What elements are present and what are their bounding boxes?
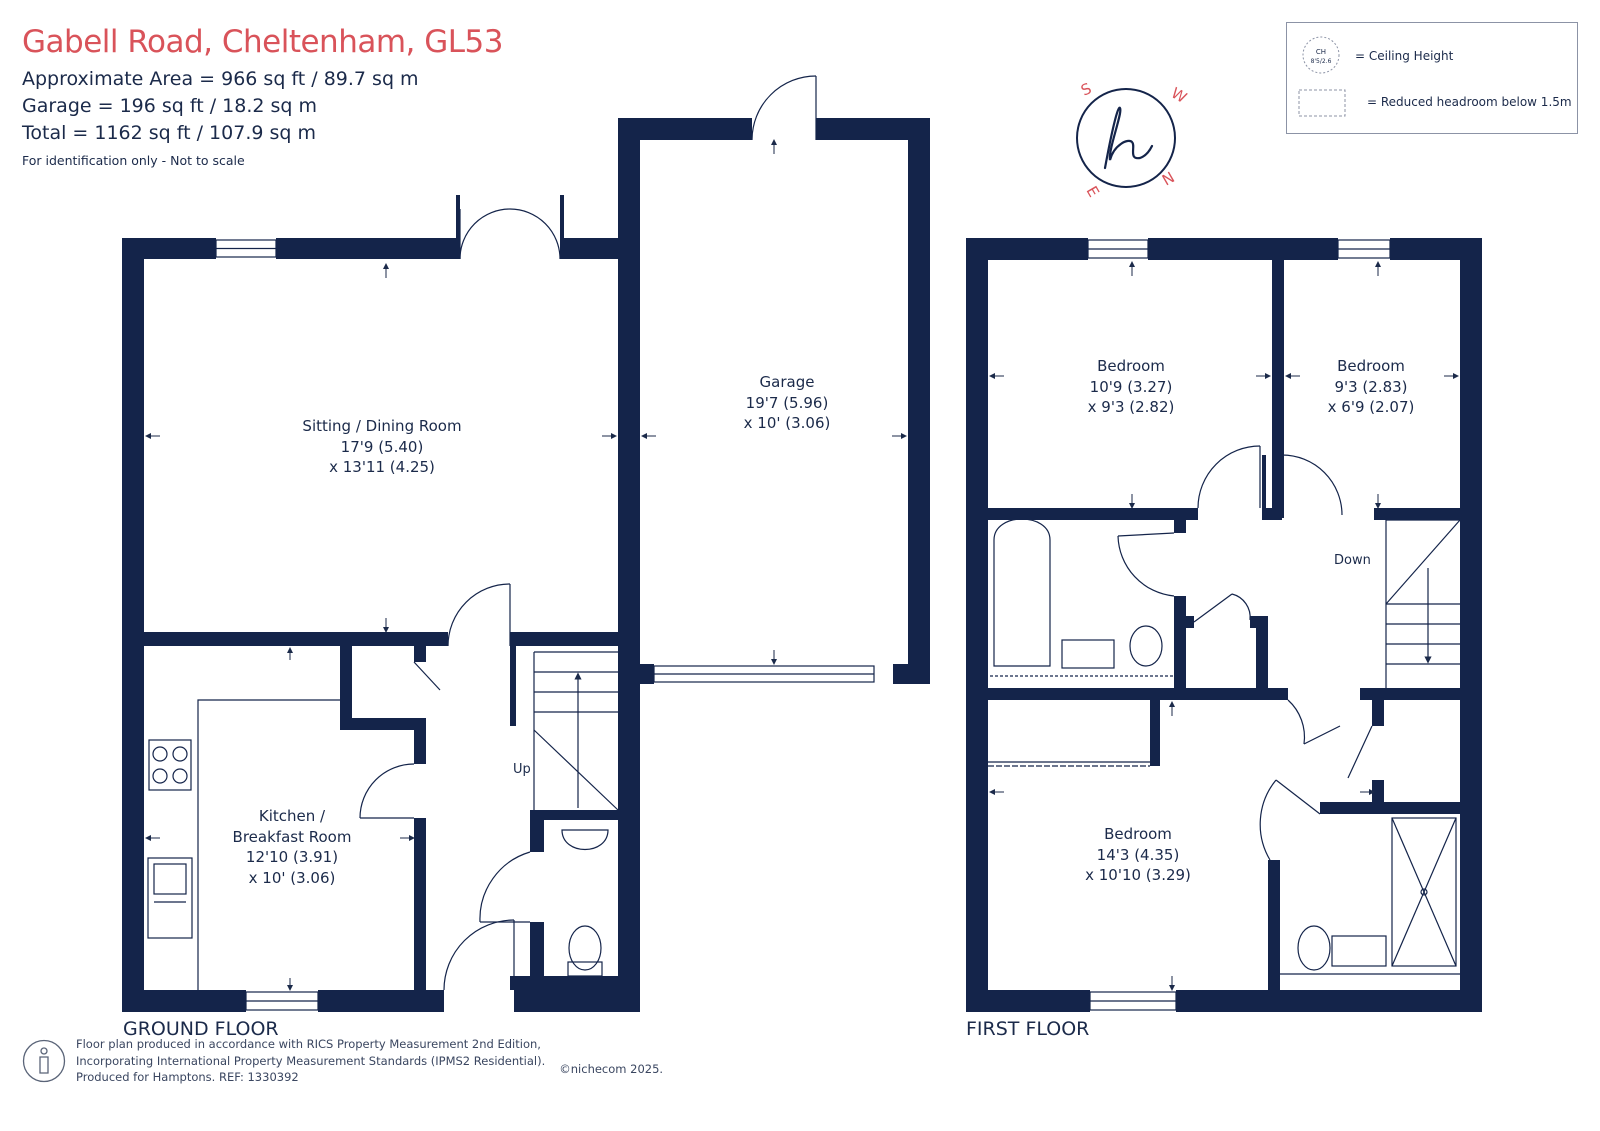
first-floor-dimension-markers (989, 261, 1459, 991)
header: Gabell Road, Cheltenham, GL53 Approximat… (22, 24, 504, 168)
room-name: Garage (759, 373, 815, 391)
stairs-up-label: Up (513, 762, 531, 777)
room-bedroom-2: Bedroom 9'3 (2.83) x 6'9 (2.07) (1328, 356, 1415, 418)
footer-line-2: Incorporating International Property Mea… (76, 1053, 546, 1068)
ceiling-height-label: = Ceiling Height (1355, 49, 1454, 63)
footer-line-3: Produced for Hamptons. REF: 1330392 (76, 1070, 299, 1084)
room-sitting-dining: Sitting / Dining Room 17'9 (5.40) x 13'1… (302, 416, 461, 478)
room-dimension: 12'10 (3.91) (245, 848, 339, 866)
ground-floor-openings (147, 75, 875, 1011)
room-garage: Garage 19'7 (5.96) x 10' (3.06) (744, 372, 831, 434)
ceiling-height-symbol-sub: 8'5/2.6 (1311, 58, 1332, 65)
compass-w: W (1168, 84, 1190, 107)
first-floor-walls (966, 238, 1482, 1012)
ground-floor-walls (122, 118, 930, 1012)
compass-n: N (1159, 168, 1178, 189)
room-name: Sitting / Dining Room (302, 417, 462, 435)
compass-s: S (1078, 79, 1094, 99)
room-dimension: x 10' (3.06) (248, 868, 336, 887)
identification-note: For identification only - Not to scale (22, 153, 245, 168)
legend-symbols: CH 8'5/2.6 (1298, 36, 1346, 117)
room-dimension: x 13'11 (4.25) (329, 458, 435, 476)
ground-floor-label: GROUND FLOOR (123, 1018, 279, 1040)
first-floor-label: FIRST FLOOR (966, 1018, 1090, 1040)
garage-area: Garage = 196 sq ft / 18.2 sq m (22, 95, 318, 117)
reduced-headroom-label: = Reduced headroom below 1.5m (1367, 95, 1572, 109)
room-dimension: 17'9 (5.40) (340, 437, 424, 456)
room-dimension: x 9'3 (2.82) (1087, 398, 1175, 416)
footer-text: Floor plan produced in accordance with R… (76, 1036, 545, 1086)
room-name: Bedroom (1104, 825, 1172, 843)
room-bedroom-3: Bedroom 14'3 (4.35) x 10'10 (3.29) (1085, 824, 1191, 886)
room-name: Bedroom (1097, 357, 1165, 375)
approx-area: Approximate Area = 966 sq ft / 89.7 sq m (22, 68, 419, 90)
first-floor-openings (988, 239, 1461, 1011)
room-dimension: x 6'9 (2.07) (1327, 398, 1415, 416)
room-bedroom-1: Bedroom 10'9 (3.27) x 9'3 (2.82) (1088, 356, 1175, 418)
compass-logo-icon: S W N E (1076, 79, 1190, 200)
room-dimension: x 10'10 (3.29) (1085, 866, 1191, 884)
room-dimension: x 10' (3.06) (743, 414, 831, 432)
ceiling-height-icon (1302, 36, 1340, 74)
room-dimension: 9'3 (2.83) (1334, 377, 1408, 396)
reduced-headroom-icon (1298, 89, 1346, 117)
ground-floor-dimension-markers (145, 139, 907, 991)
stairs-down-label: Down (1334, 553, 1371, 568)
legend-box: CH 8'5/2.6 = Ceiling Height = Reduced he… (1286, 22, 1578, 134)
footer: Floor plan produced in accordance with R… (22, 1036, 663, 1086)
room-name: Bedroom (1337, 357, 1405, 375)
room-dimension: 10'9 (3.27) (1089, 377, 1173, 396)
copyright: ©nichecom 2025. (559, 1061, 664, 1076)
room-kitchen: Kitchen / Breakfast Room 12'10 (3.91) x … (233, 806, 352, 888)
room-name: Kitchen / (258, 807, 326, 825)
ceiling-height-symbol: CH (1316, 48, 1326, 56)
compass-e: E (1083, 183, 1103, 200)
total-area: Total = 1162 sq ft / 107.9 sq m (22, 122, 316, 144)
property-title: Gabell Road, Cheltenham, GL53 (22, 24, 504, 60)
room-dimension: 14'3 (4.35) (1096, 845, 1180, 864)
footer-line-1: Floor plan produced in accordance with R… (76, 1037, 541, 1051)
room-name: Breakfast Room (232, 827, 352, 846)
info-icon (22, 1039, 66, 1082)
room-dimension: 19'7 (5.96) (745, 393, 829, 412)
